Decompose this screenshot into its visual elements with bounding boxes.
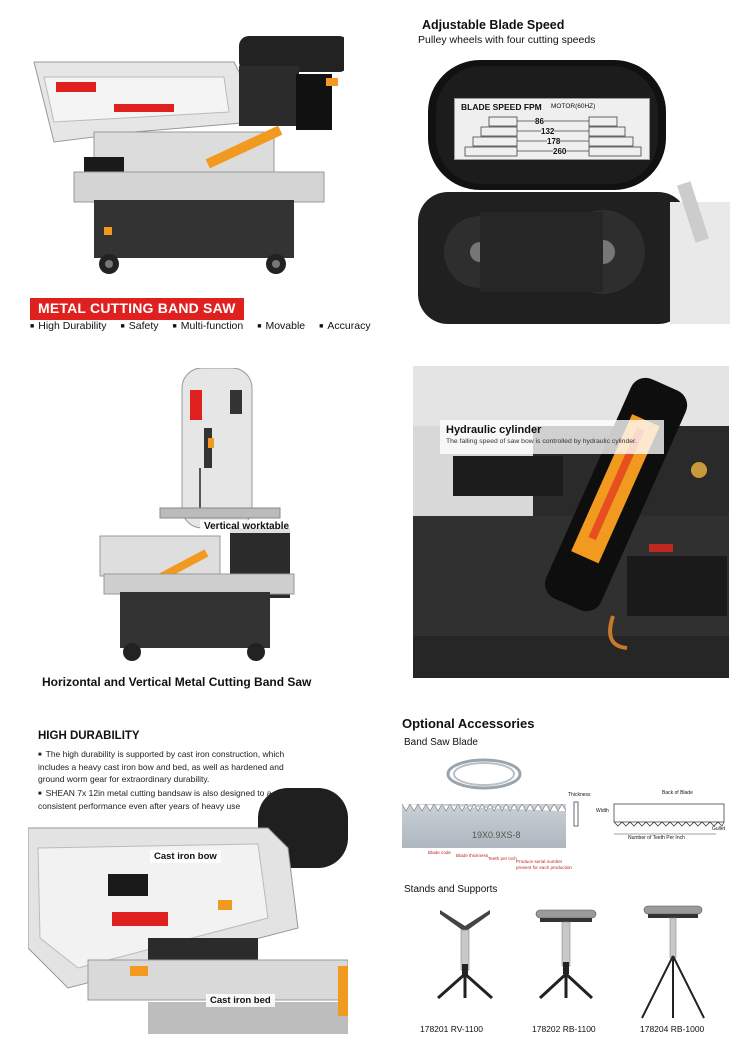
product-banner-text: METAL CUTTING BAND SAW	[38, 300, 236, 316]
hydraulic-callout: Hydraulic cylinder The falling speed of …	[440, 420, 664, 454]
speed-plate-title: BLADE SPEED FPM	[461, 102, 542, 112]
cast-iron-bow-label: Cast iron bow	[150, 850, 221, 863]
stand-item	[636, 904, 710, 1022]
vertical-worktable-label: Vertical worktable	[200, 520, 294, 533]
hydraulic-callout-title: Hydraulic cylinder	[446, 424, 542, 436]
high-durability-title: HIGH DURABILITY	[38, 730, 140, 742]
blade-marking-label: Teeth per inch	[488, 856, 517, 861]
product-banner: METAL CUTTING BAND SAW	[30, 298, 244, 320]
blade-marking-label: Blade code	[428, 850, 451, 855]
diagram-label: Thickness	[568, 792, 591, 798]
durability-bullets: The high durability is supported by cast…	[38, 748, 286, 812]
diagram-label: Gullet	[712, 826, 726, 832]
cast-iron-photo	[28, 788, 348, 1034]
vertical-saw-caption: Horizontal and Vertical Metal Cutting Ba…	[42, 675, 312, 689]
speed-value: 86	[535, 117, 544, 126]
feature-item: High Durability	[30, 320, 106, 332]
speed-plate-motor: MOTOR(60HZ)	[551, 103, 596, 110]
blade-marking-label: Blade thickness	[456, 853, 489, 858]
stand-item	[430, 904, 500, 1000]
speed-plate: BLADE SPEED FPM MOTOR(60HZ) 86 132 178 2…	[454, 98, 650, 160]
diagram-label: Width	[596, 808, 609, 814]
blade-speed-title: Adjustable Blade Speed	[422, 18, 565, 32]
durability-bullet: The high durability is supported by cast…	[38, 748, 286, 785]
stand-caption: 178204 RB-1000	[640, 1024, 705, 1034]
hydraulic-cylinder-photo	[413, 366, 729, 678]
speed-value: 178	[547, 137, 561, 146]
blade-strip-image: 19X0.9XS-8	[402, 804, 566, 848]
stands-heading: Stands and Supports	[404, 884, 498, 895]
vertical-saw-photo	[90, 368, 310, 668]
diagram-label: Back of Blade	[662, 790, 693, 796]
pulley-cover-photo	[418, 52, 730, 324]
stand-item	[530, 904, 602, 1000]
blade-marking: 19X0.9XS-8	[472, 830, 521, 840]
feature-item: Safety	[121, 320, 159, 332]
feature-item: Accuracy	[319, 320, 370, 332]
blade-dimension-diagram: Thickness Back of Blade Width Number of …	[566, 786, 736, 846]
stand-caption: 178201 RV-1100	[420, 1024, 484, 1034]
feature-list: High Durability Safety Multi-function Mo…	[30, 320, 370, 332]
feature-item: Multi-function	[173, 320, 243, 332]
speed-value: 260	[553, 147, 567, 156]
feature-item: Movable	[257, 320, 305, 332]
cast-iron-bed-label: Cast iron bed	[206, 994, 275, 1007]
blade-speed-subtitle: Pulley wheels with four cutting speeds	[418, 34, 596, 46]
blade-marking-label: present for each production	[516, 865, 572, 870]
hydraulic-callout-text: The falling speed of saw bow is controll…	[446, 438, 637, 445]
blade-heading: Band Saw Blade	[404, 737, 478, 748]
band-saw-photo	[14, 22, 344, 280]
blade-marking-label: Produce serial number	[516, 859, 563, 864]
stand-caption: 178202 RB-1100	[532, 1024, 596, 1034]
accessories-title: Optional Accessories	[402, 716, 535, 731]
durability-bullet: SHEAN 7x 12in metal cutting bandsaw is a…	[38, 787, 286, 812]
speed-value: 132	[541, 127, 555, 136]
diagram-label: Number of Teeth Per Inch	[628, 835, 685, 841]
blade-coil-image	[444, 754, 524, 794]
